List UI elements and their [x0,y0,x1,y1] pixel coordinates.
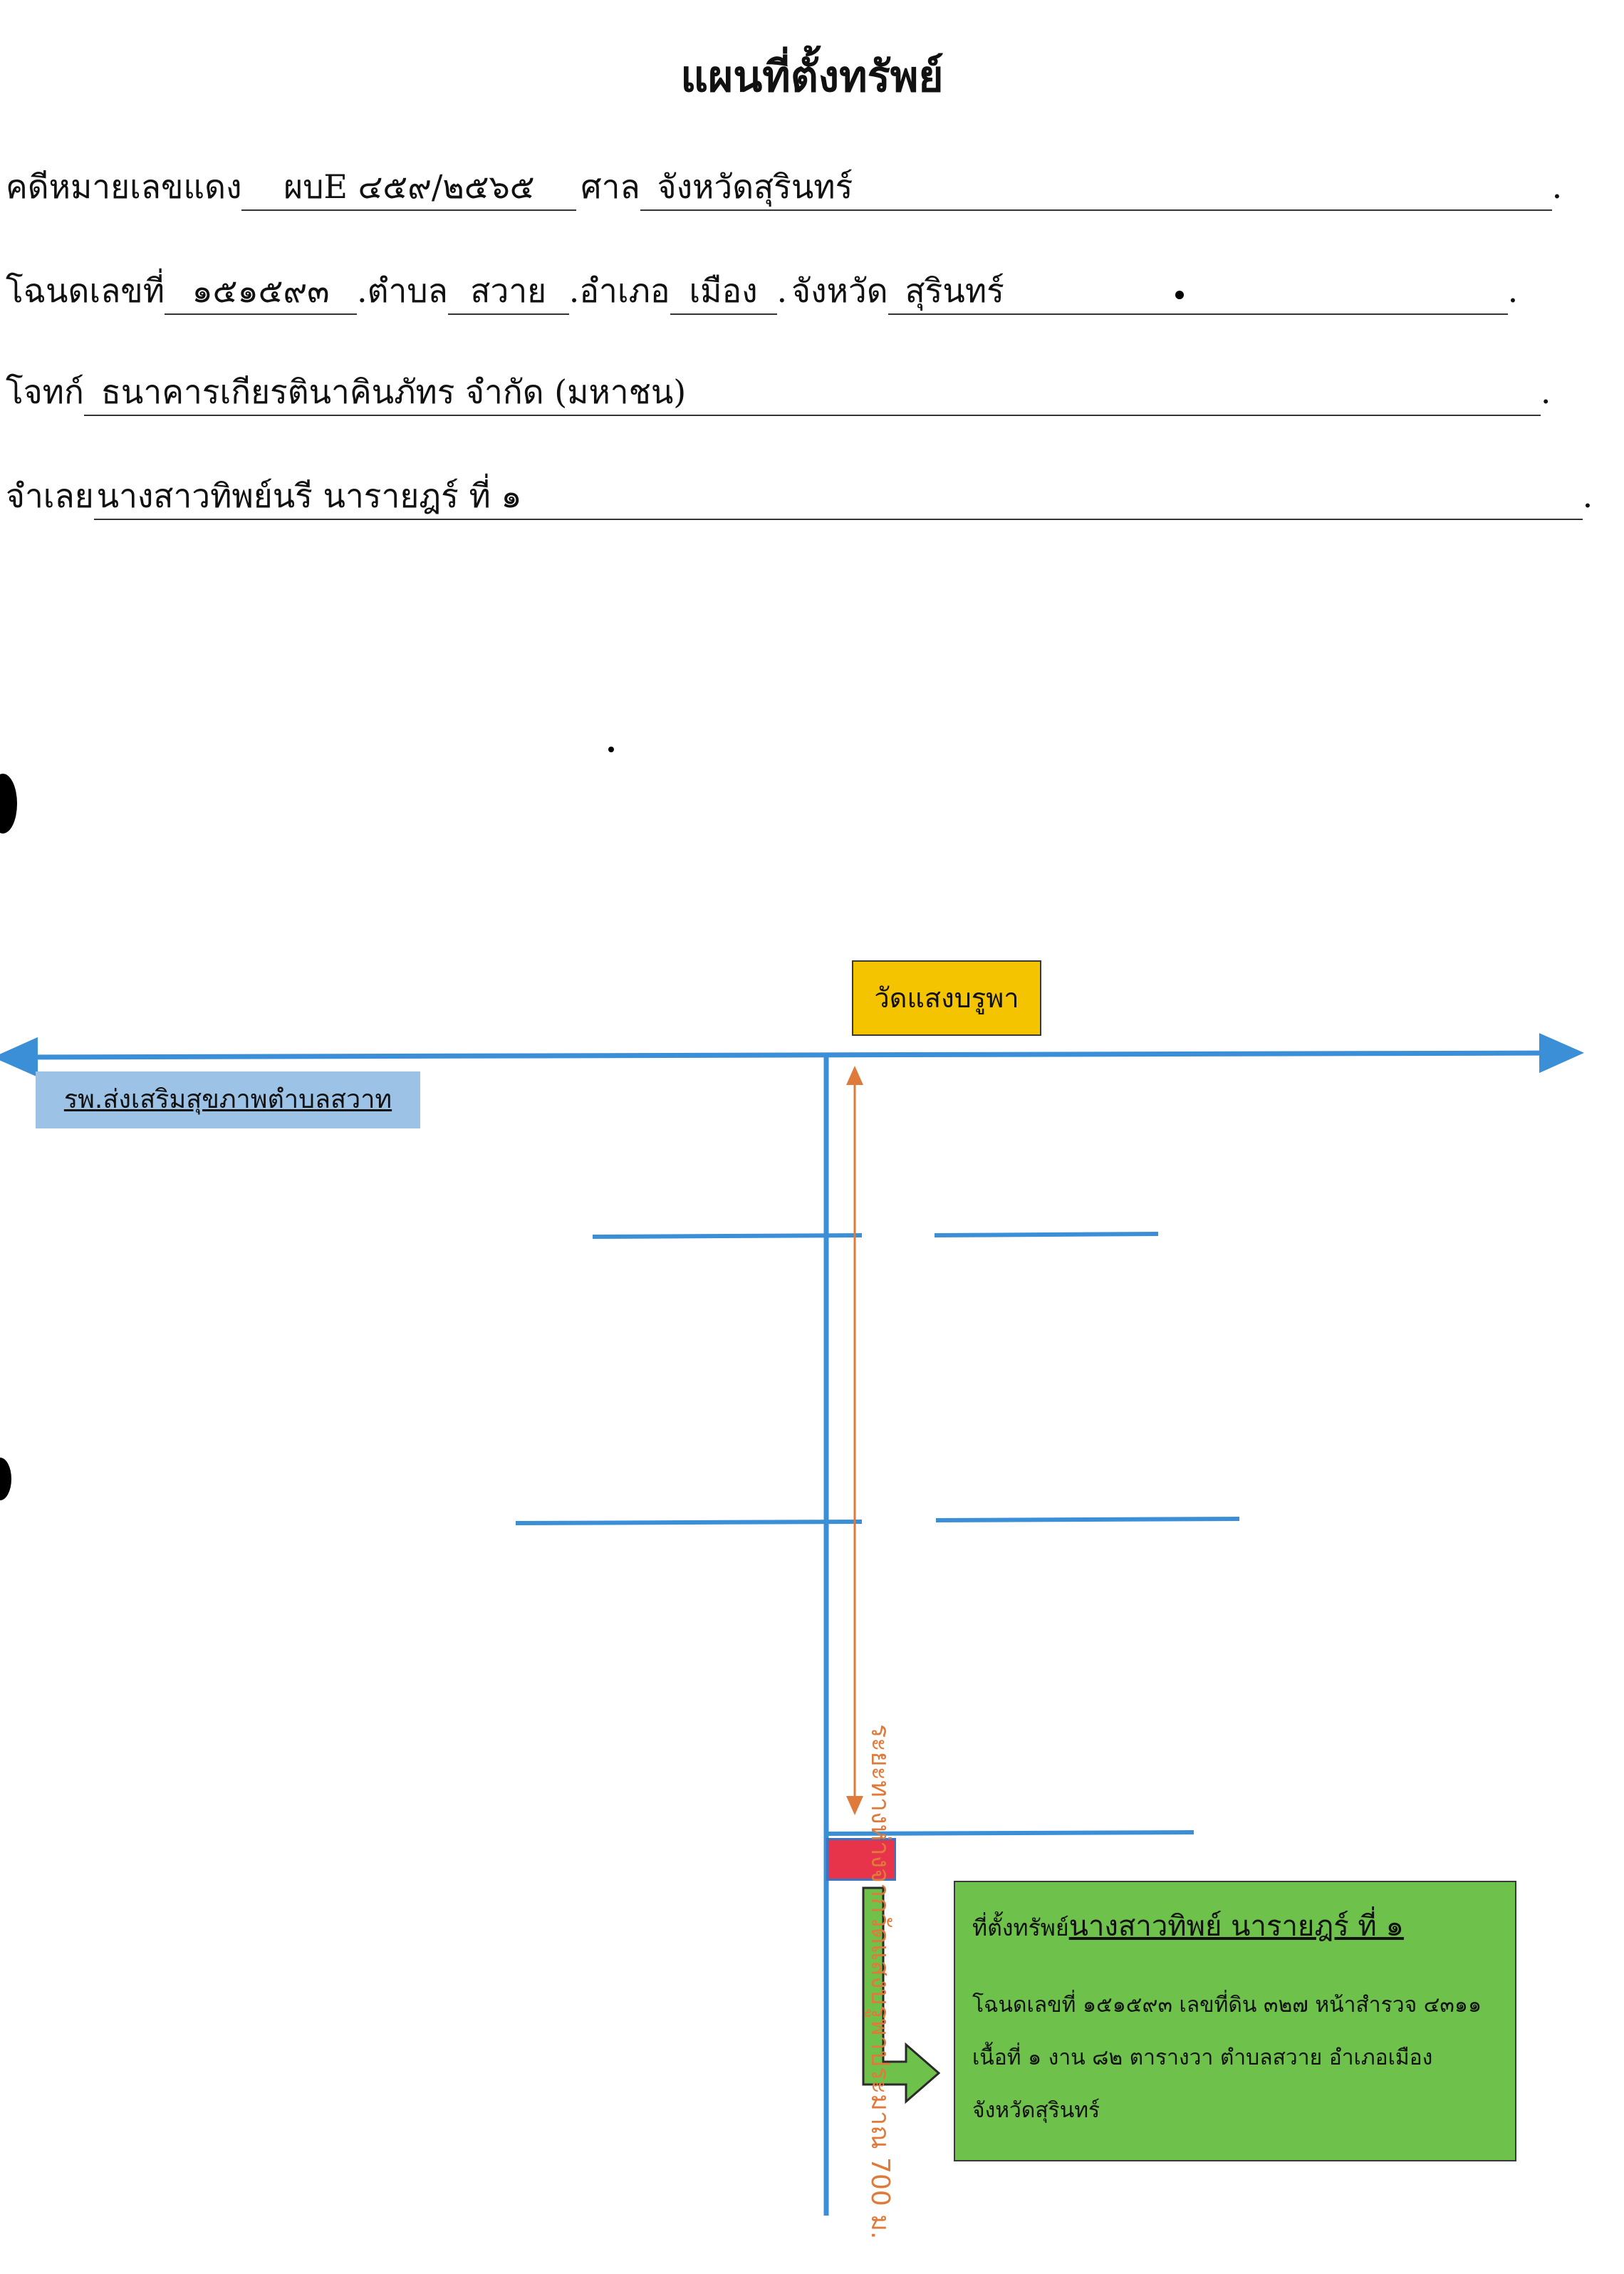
deed-row: โฉนดเลขที่๑๕๑๕๙๓ .ตำบลสวาย .อำเภอเมือง .… [6,262,1518,319]
side-road-lower-left [515,1520,863,1525]
deed-label: โฉนดเลขที่ [6,271,165,310]
deed-number: ๑๕๑๕๙๓ [165,268,358,315]
pointer-arrow [862,1886,941,2104]
district-label: อำเภอ [579,271,670,310]
property-heading: ที่ตั้งทรัพย์นางสาวทิพย์ นารายฎร์ ที่ ๑ [972,1906,1498,1948]
subdistrict-label: ตำบล [367,271,448,310]
case-number: ผบE ๔๕๙/๒๕๖๕ [241,164,577,211]
court-value: จังหวัดสุรินทร์ [640,164,1552,211]
page-title: แผนที่ตั้งทรัพย์ [680,52,944,102]
defendant-value: นางสาวทิพย์นรี นารายฎร์ ที่ ๑ [93,473,1583,520]
scan-speck [608,747,614,752]
side-road-lower-right [935,1517,1240,1522]
main-road [0,1033,1584,1077]
property-details: โฉนดเลขที่ ๑๕๑๕๙๓ เลขที่ดิน ๓๒๗ หน้าสำรว… [972,1993,1482,2123]
district-value: เมือง [670,268,777,315]
property-marker [826,1838,896,1881]
plaintiff-value: ธนาคารเกียรตินาคินภัทร จำกัด (มหาชน) [83,369,1541,416]
case-row: คดีหมายเลขแดงผบE ๔๕๙/๒๕๖๕ศาลจังหวัดสุริน… [6,158,1562,215]
subdistrict-value: สวาย [447,268,569,315]
scan-speck [1175,291,1184,299]
hospital-landmark: รพ.ส่งเสริมสุขภาพตำบลสวาท [36,1071,420,1128]
punch-hole-mark [0,1458,11,1500]
plaintiff-row: โจทก์ธนาคารเกียรตินาคินภัทร จำกัด (มหาชน… [6,363,1551,420]
property-owner: นางสาวทิพย์ นารายฎร์ ที่ ๑ [1068,1910,1404,1943]
distance-label: ระยะทางห่างจากวัดแสงบรูพาประมาณ 700 ม. [865,1724,895,2240]
plaintiff-label: โจทก์ [6,373,84,411]
province-value: สุรินทร์ [888,268,1508,315]
court-label: ศาล [581,167,640,206]
property-info-box: ที่ตั้งทรัพย์นางสาวทิพย์ นารายฎร์ ที่ ๑ … [954,1881,1516,2161]
temple-landmark: วัดแสงบรูพา [852,960,1041,1036]
side-road-upper-left [592,1233,863,1239]
property-road [826,1830,1194,1836]
side-road-upper-right [934,1232,1159,1237]
property-heading-prefix: ที่ตั้งทรัพย์ [972,1914,1069,1941]
province-label: จังหวัด [791,271,888,310]
defendant-row: จำเลยนางสาวทิพย์นรี นารายฎร์ ที่ ๑. [6,467,1593,524]
case-label: คดีหมายเลขแดง [6,167,242,206]
defendant-label: จำเลย [6,477,94,515]
